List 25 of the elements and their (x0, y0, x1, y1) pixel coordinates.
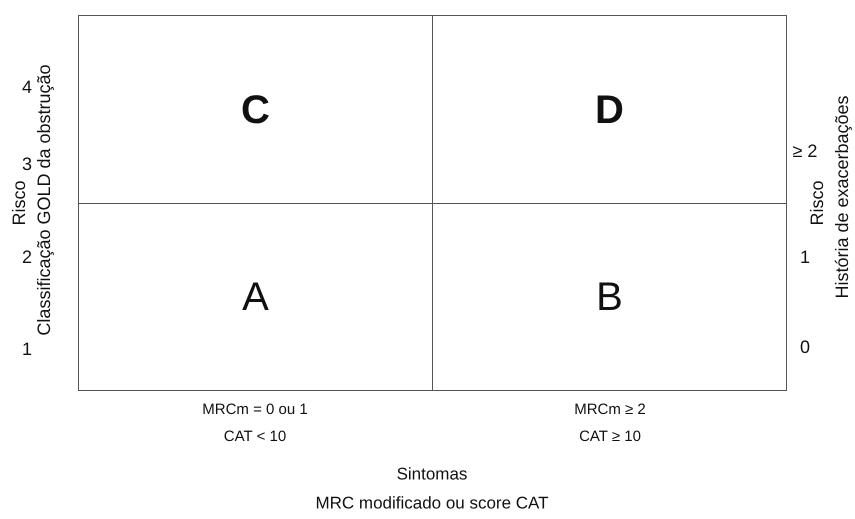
tick-label: 4 (22, 78, 32, 98)
axis-title: Risco (10, 180, 30, 226)
quadrant-letter: B (596, 277, 623, 317)
tick-label: ≥ 2 (792, 142, 818, 162)
quadrant-cell (432, 203, 787, 391)
category-label: CAT ≥ 10 (579, 428, 641, 446)
quadrant-letter: A (242, 277, 269, 317)
category-label: CAT < 10 (224, 428, 286, 446)
axis-title: Classificação GOLD da obstrução (35, 64, 55, 336)
tick-label: 1 (800, 248, 810, 268)
quadrant-cell (432, 15, 787, 204)
axis-title: História de exacerbações (833, 95, 853, 299)
quadrant-cell (78, 203, 433, 391)
tick-label: 0 (800, 338, 810, 358)
tick-label: 3 (22, 155, 32, 175)
axis-title: Risco (808, 180, 828, 226)
quadrant-cell (78, 15, 433, 204)
tick-label: 2 (22, 248, 32, 268)
tick-label: 1 (22, 340, 32, 360)
category-label: MRCm = 0 ou 1 (202, 402, 308, 418)
category-label: MRCm ≥ 2 (574, 402, 646, 418)
axis-title: MRC modificado ou score CAT (315, 494, 549, 514)
quadrant-letter: D (595, 90, 624, 130)
axis-title: Sintomas (396, 466, 468, 484)
quadrant-letter: C (241, 90, 270, 130)
